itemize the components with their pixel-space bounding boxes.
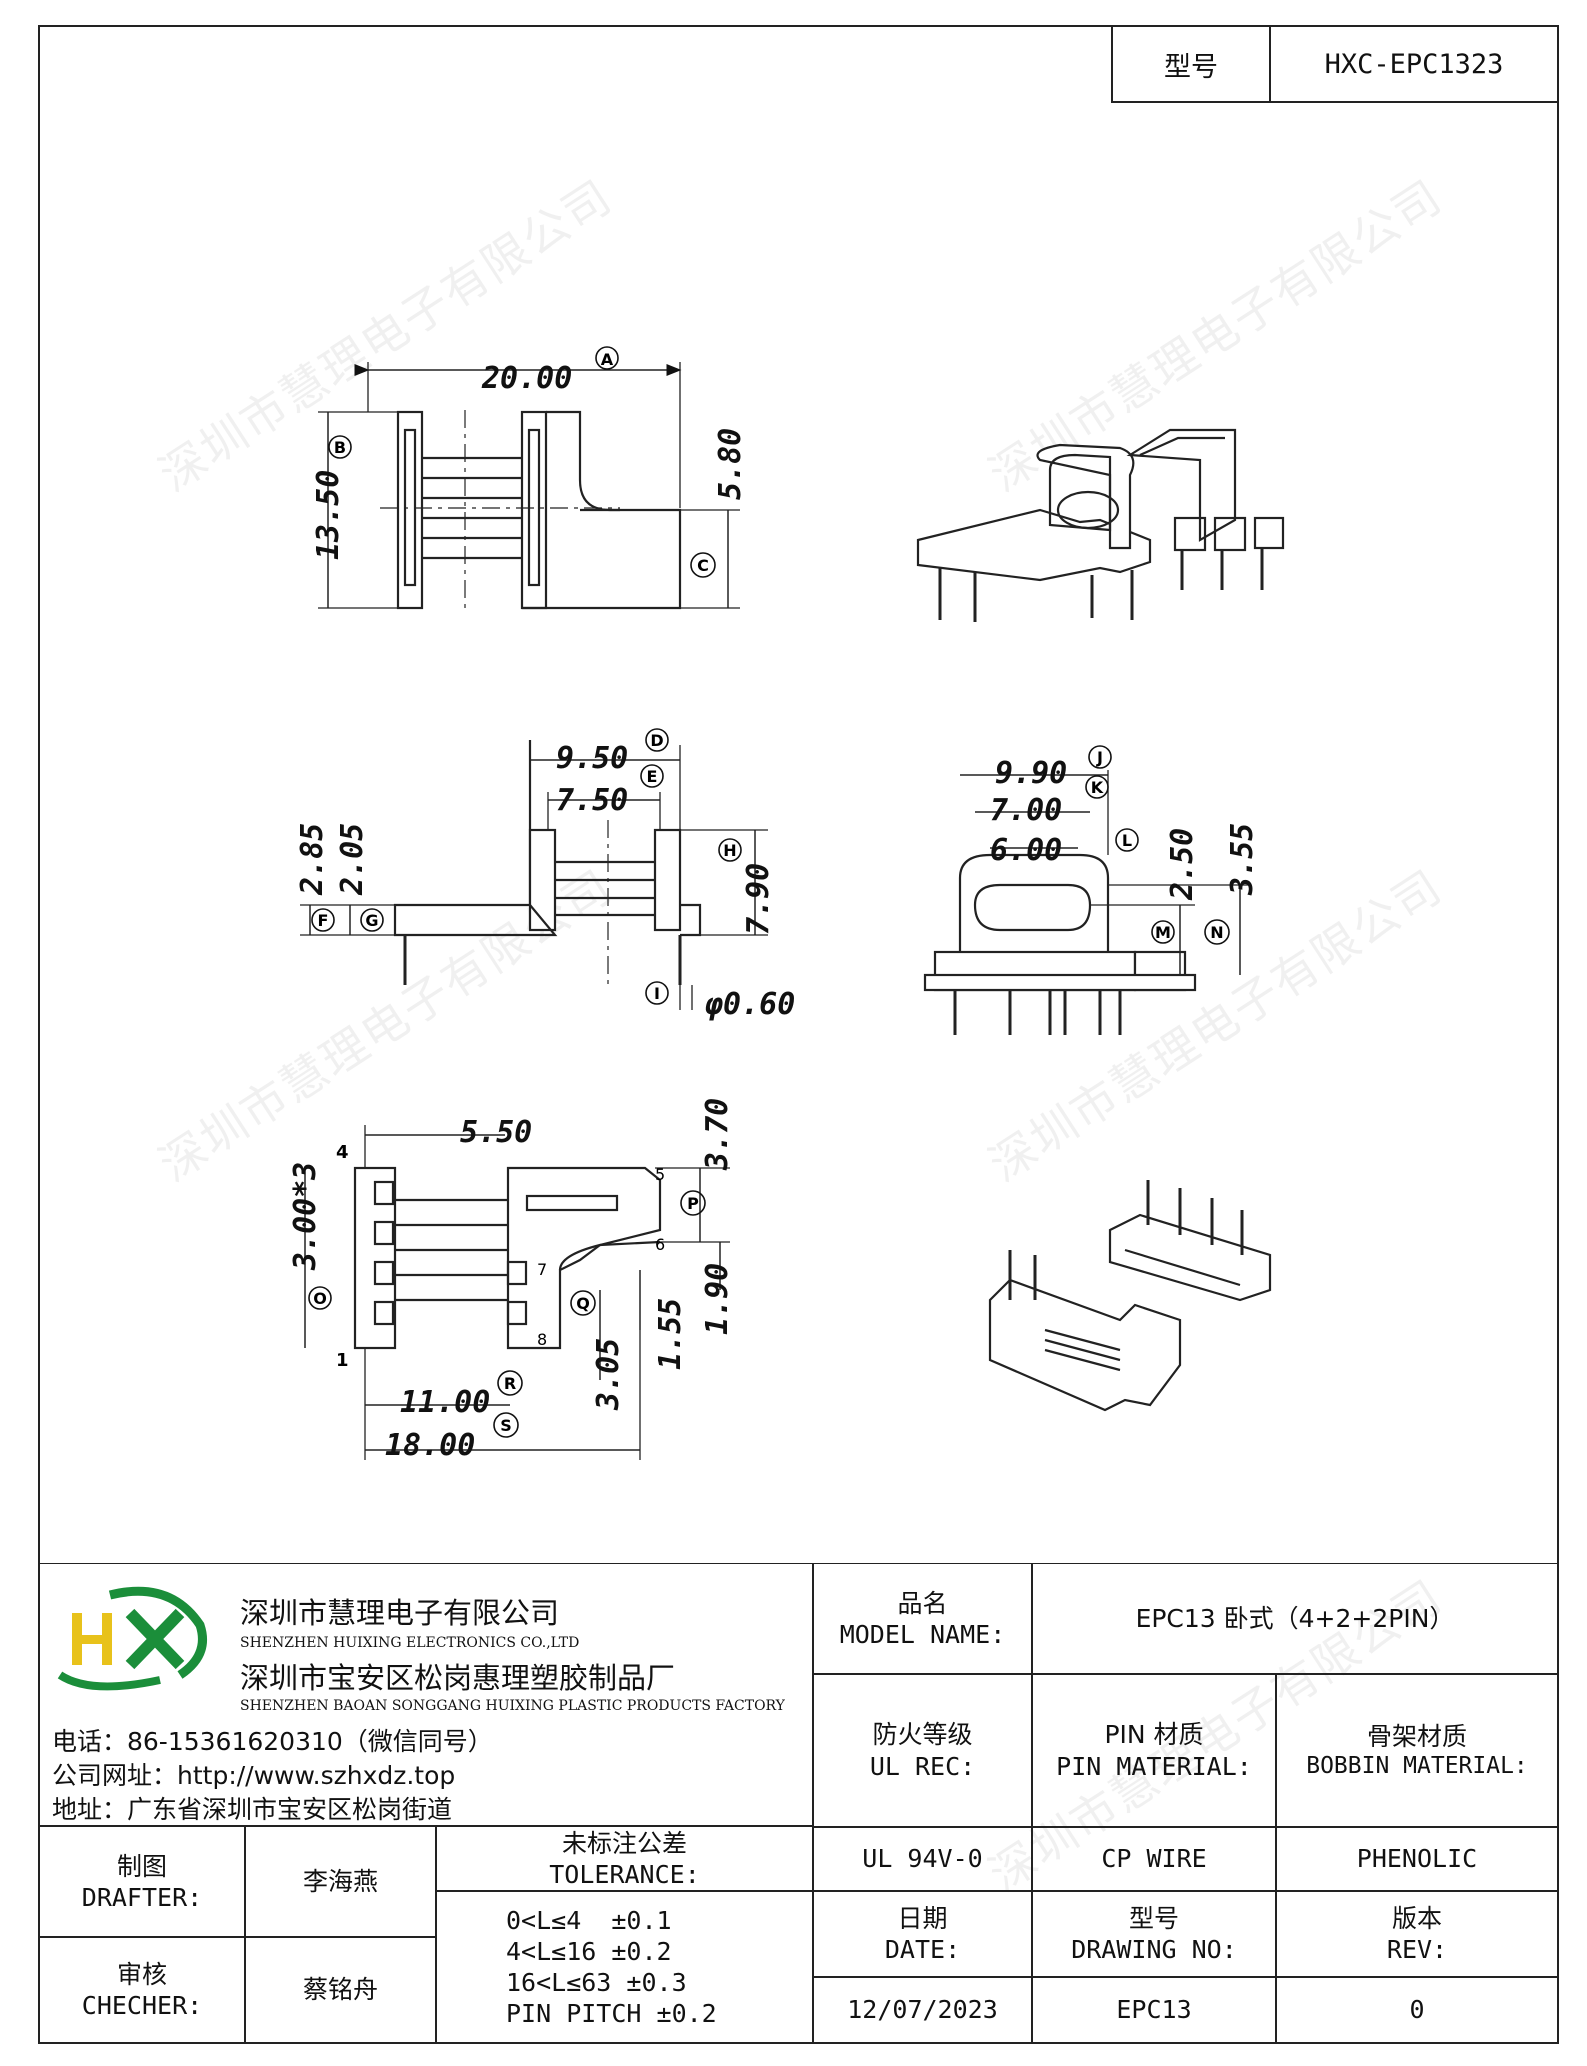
dim-k-text: 7.00 [990, 793, 1062, 828]
dim-b-tag: B [334, 438, 346, 457]
dim-q1-text: 1.90 [700, 1263, 735, 1335]
dim-p-tag: P [687, 1194, 699, 1213]
dim-h-tag: H [723, 841, 736, 860]
dim-h-text: 7.90 [741, 863, 776, 935]
checker-label: 审核 CHECHER: [38, 1936, 246, 2044]
company-phone: 电话：86-15361620310（微信同号） [52, 1727, 493, 1756]
dim-r-text: 11.00 [400, 1385, 490, 1420]
date-value: 12/07/2023 [812, 1976, 1033, 2044]
dim-f-text: 2.85 [295, 823, 330, 896]
dim-b-text: 13.50 [311, 470, 346, 560]
isometric-view-2 [988, 1180, 1272, 1412]
rev-label: 版本 REV: [1275, 1890, 1559, 1978]
dim-s-text: 18.00 [385, 1428, 475, 1463]
model-name-value: EPC13 卧式（4+2+2PIN） [1031, 1563, 1559, 1675]
logo-text: HX [1, 1, 2, 2]
dim-g-text: 2.05 [335, 823, 370, 896]
dim-e-text: 7.50 [556, 783, 628, 818]
front-view [923, 770, 1250, 1035]
dim-m-tag: M [1155, 923, 1171, 942]
technical-drawing: 20.00 A 13.50 B 5.80 C 9.50 D 7.50 E 2.8… [288, 346, 1285, 1463]
pin-7-label: 7 [537, 1260, 547, 1279]
dim-j-tag: J [1096, 748, 1103, 767]
bottom-view [304, 1125, 730, 1460]
company-website[interactable]: 公司网址：http://www.szhxdz.top [52, 1761, 456, 1790]
dim-l-tag: L [1122, 831, 1132, 850]
dim-g-tag: G [365, 911, 378, 930]
dim-k-tag: K [1091, 778, 1104, 797]
company-name-en-2: SHENZHEN BAOAN SONGGANG HUIXING PLASTIC … [240, 1698, 785, 1714]
drafter-label: 制图 DRAFTER: [38, 1826, 246, 1938]
top-view [318, 362, 740, 612]
company-name-cn-2: 深圳市宝安区松岗惠理塑胶制品厂 [240, 1661, 676, 1695]
model-name-label: 品名 MODEL NAME: [812, 1563, 1033, 1675]
rev-value: 0 [1275, 1976, 1559, 2044]
dim-j-text: 9.90 [995, 756, 1067, 791]
dim-a-tag: A [601, 350, 614, 369]
dim-c-text: 5.80 [713, 428, 748, 500]
ul-label: 防火等级 UL REC: [812, 1673, 1033, 1828]
dim-o-tag: O [313, 1289, 327, 1308]
dim-d-text: 9.50 [556, 741, 628, 776]
checker-value: 蔡铭舟 [244, 1936, 437, 2044]
dim-r-tag: R [504, 1374, 516, 1393]
pin-8-label: 8 [537, 1330, 547, 1349]
bobbin-material-label: 骨架材质 BOBBIN MATERIAL: [1275, 1673, 1559, 1828]
dim-a-text: 20.00 [481, 361, 572, 396]
bobbin-material-value: PHENOLIC [1275, 1826, 1559, 1892]
dim-q2-text: 1.55 [653, 1298, 688, 1370]
pin-4-label: 4 [336, 1142, 349, 1163]
company-box [38, 1563, 814, 1826]
pin-5-label: 5 [655, 1165, 665, 1184]
dim-q-tag: Q [576, 1294, 590, 1313]
dim-n-tag: N [1210, 923, 1223, 942]
dim-55-text: 5.50 [460, 1115, 532, 1150]
dim-n-text: 3.55 [1225, 823, 1260, 896]
dim-i-tag: I [654, 984, 660, 1003]
date-label: 日期 DATE: [812, 1890, 1033, 1978]
dim-d-tag: D [650, 731, 663, 750]
header-model-value: HXC-EPC1323 [1269, 25, 1559, 103]
company-logo [57, 1586, 207, 1691]
dim-q3-text: 3.05 [591, 1338, 626, 1411]
drafter-value: 李海燕 [244, 1826, 437, 1938]
tolerance-values: 0<L≤4 ±0.1 4<L≤16 ±0.2 16<L≤63 ±0.3 PIN … [435, 1890, 814, 2044]
tolerance-label: 未标注公差 TOLERANCE: [435, 1826, 814, 1892]
dim-l-text: 6.00 [990, 833, 1062, 868]
dim-pitch-text: 3.00*3 [288, 1162, 323, 1271]
pin-6-label: 6 [655, 1235, 665, 1254]
dim-i-text: φ0.60 [704, 987, 795, 1022]
drawing-no-value: EPC13 [1031, 1976, 1277, 2044]
dim-p-text: 3.70 [700, 1098, 735, 1171]
company-name-en-1: SHENZHEN HUIXING ELECTRONICS CO.,LTD [240, 1635, 580, 1651]
pin-1-label: 1 [336, 1350, 349, 1371]
pin-material-label: PIN 材质 PIN MATERIAL: [1031, 1673, 1277, 1828]
company-address: 地址：广东省深圳市宝安区松岗街道 [52, 1795, 453, 1824]
dim-m-text: 2.50 [1165, 828, 1200, 901]
pin-material-value: CP WIRE [1031, 1826, 1277, 1892]
dim-f-tag: F [318, 911, 329, 930]
dim-s-tag: S [500, 1416, 512, 1435]
dim-c-tag: C [697, 556, 709, 575]
drawing-no-label: 型号 DRAWING NO: [1031, 1890, 1277, 1978]
dim-e-tag: E [647, 767, 658, 786]
side-view [300, 740, 768, 1010]
isometric-view-1 [916, 428, 1285, 622]
ul-value: UL 94V-0 [812, 1826, 1033, 1892]
company-name-cn-1: 深圳市慧理电子有限公司 [240, 1596, 560, 1630]
